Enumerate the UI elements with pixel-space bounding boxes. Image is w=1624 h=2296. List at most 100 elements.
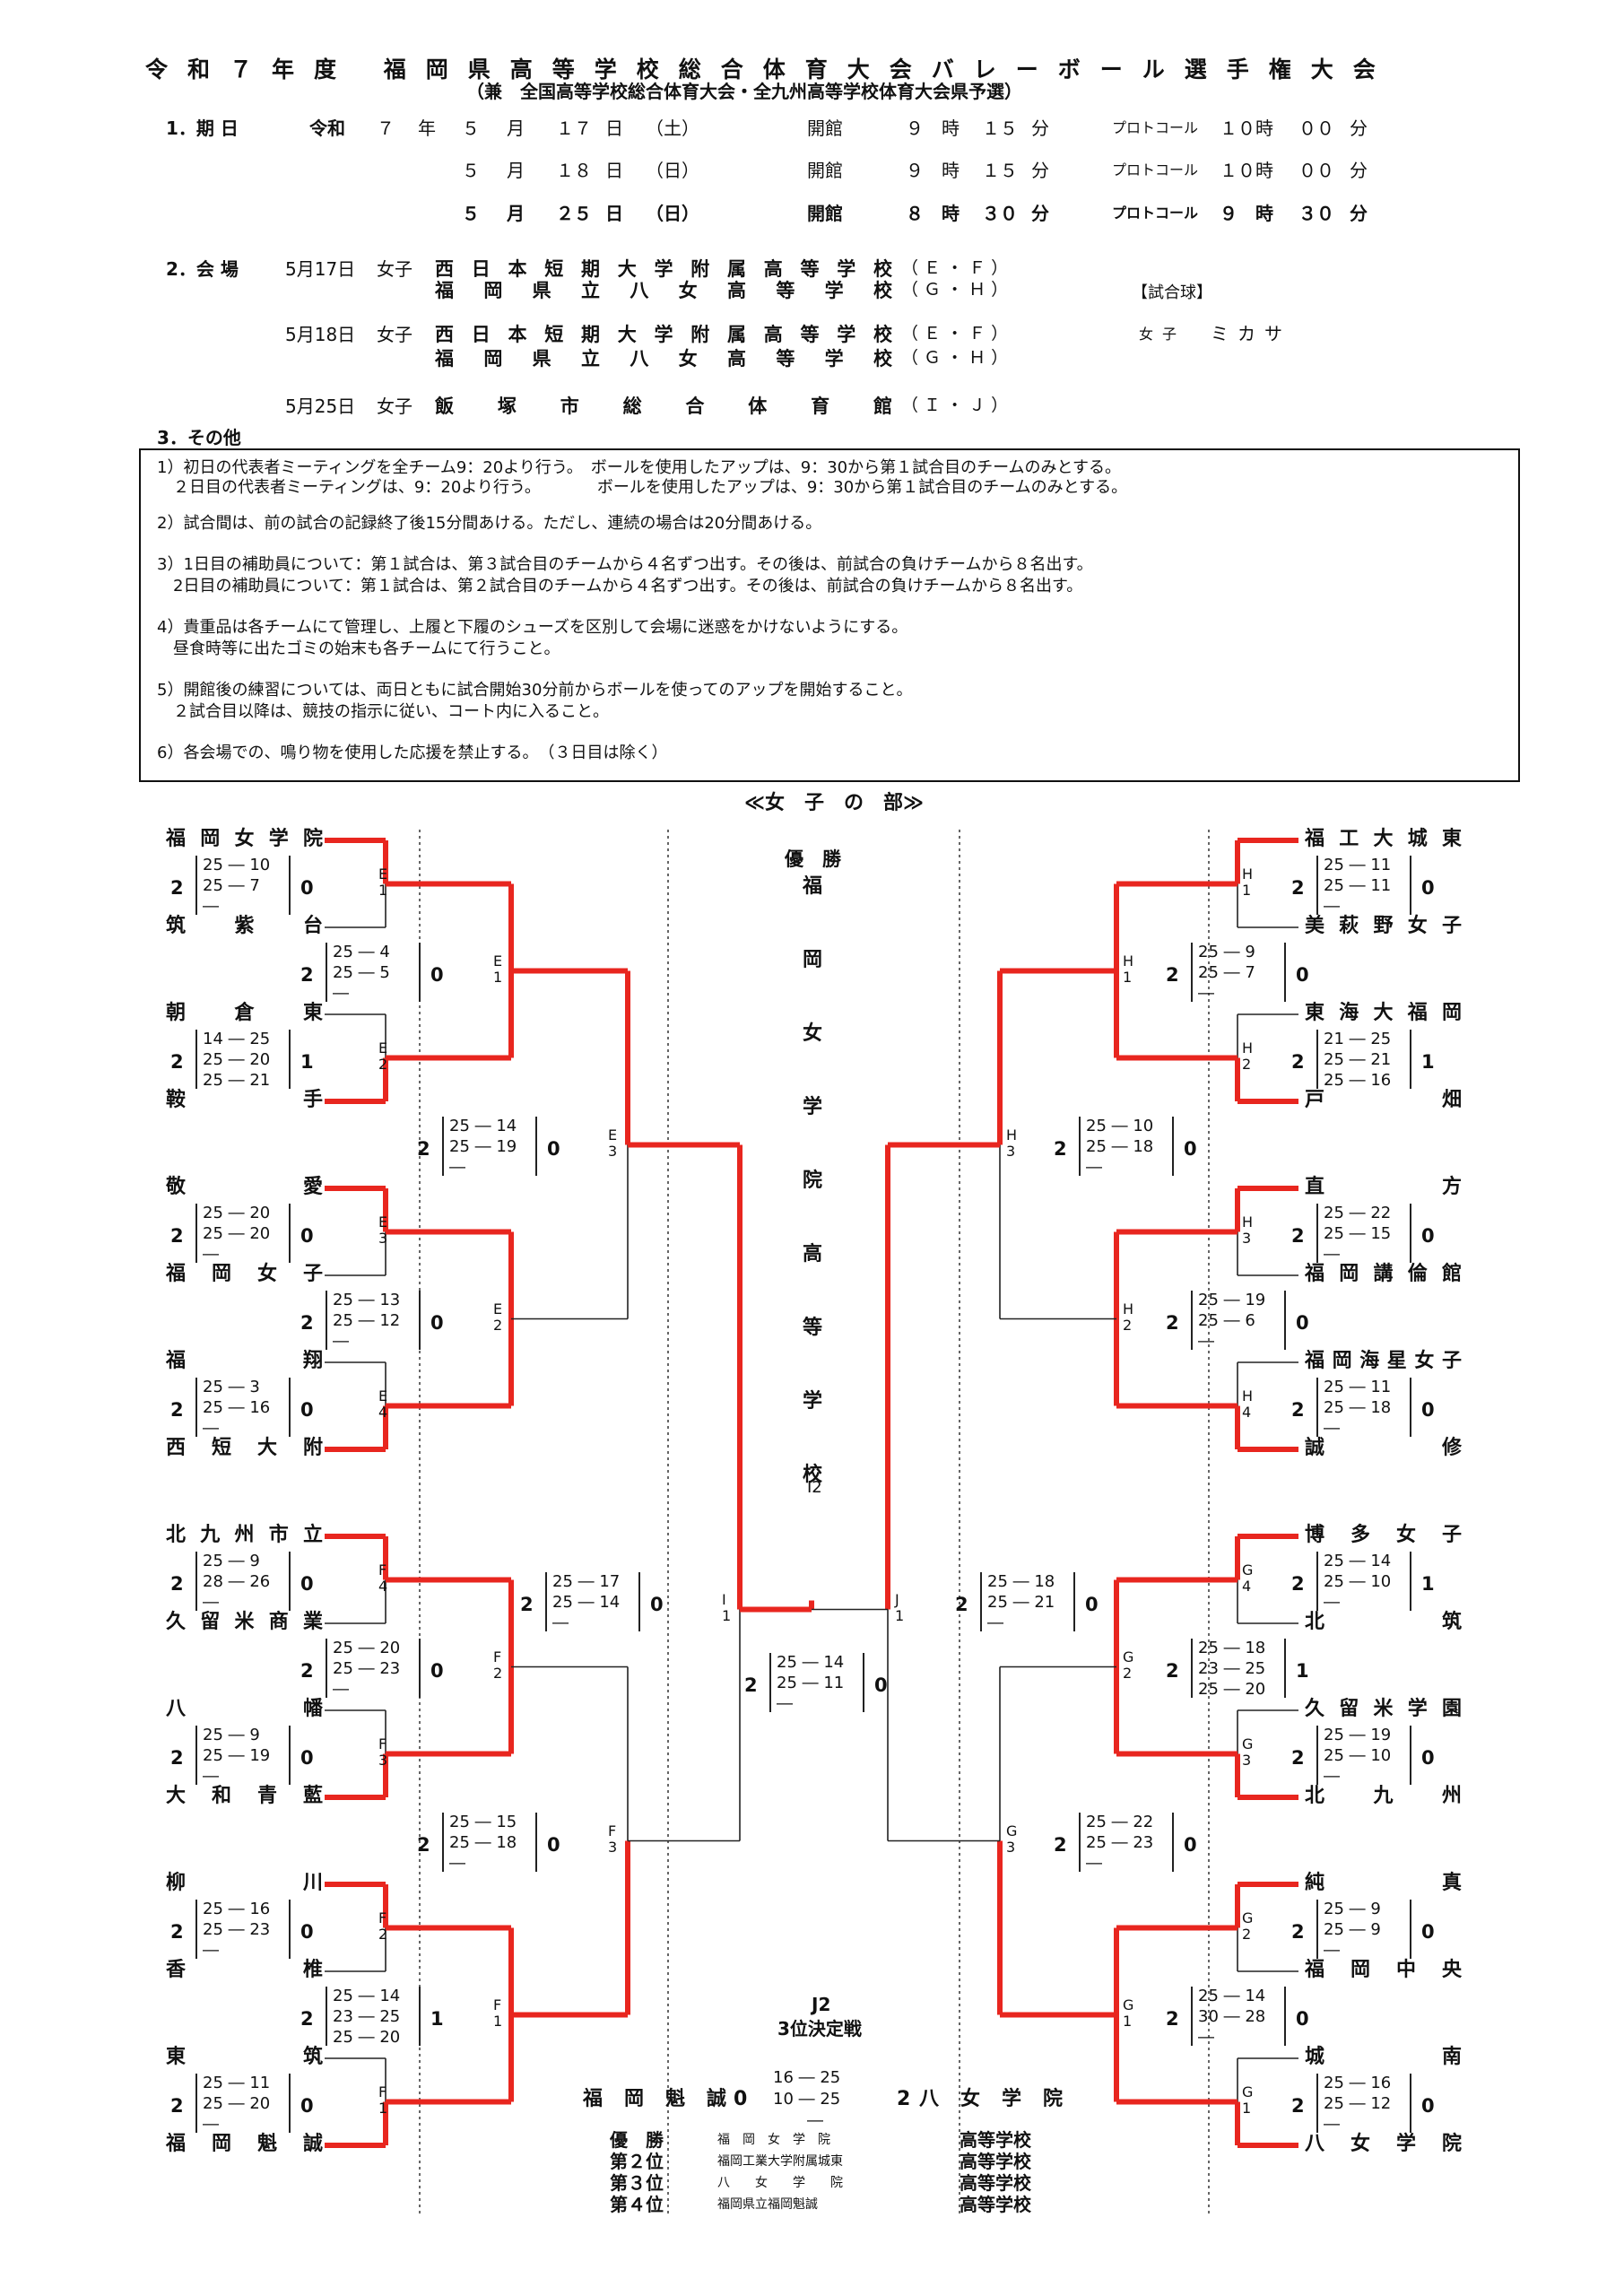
match-L12-loser-sets: 1 xyxy=(430,2007,444,2030)
score-bar xyxy=(442,1812,444,1872)
match-L7-set-0: 25 ― 16 xyxy=(203,1899,271,1918)
result-school-1: 福岡工業大学附属城東 xyxy=(717,2154,843,2169)
match-R6-code: G 3 xyxy=(1242,1735,1254,1769)
left-team-13: 香椎 xyxy=(166,1959,323,1981)
match-R3-code: H 3 xyxy=(1242,1213,1254,1247)
match-R15-set-1: 25 ― 21 xyxy=(987,1592,1055,1612)
match-R15-winner-sets: 2 xyxy=(955,1593,968,1615)
venue-courts-3: （ Ｇ ・ Ｈ ） xyxy=(901,348,1009,368)
match-L2-set-1: 25 ― 20 xyxy=(203,1049,271,1069)
match-L9-code: E 1 xyxy=(493,952,503,986)
third-place-match-code: J2 xyxy=(812,1994,831,2015)
third-place-set-3: ― xyxy=(807,2111,823,2130)
venue-courts-4: （ Ｉ ・ Ｊ ） xyxy=(901,396,1009,415)
venue-name-1: 福岡県立八女高等学校 xyxy=(435,280,892,301)
score-bar xyxy=(195,1377,197,1437)
schedule-phu-1: 時 xyxy=(1255,160,1273,181)
match-R1-set-1: 25 ― 11 xyxy=(1324,875,1392,895)
ball-brand: ミカサ xyxy=(1211,323,1291,344)
score-bar xyxy=(1172,1116,1174,1176)
score-bar xyxy=(419,1290,421,1350)
note-line-0: 1）初日の代表者ミーティングを全チーム9：20より行う。 ボールを使用したアップ… xyxy=(157,458,1122,477)
match-R5-set-2: ― xyxy=(1324,1592,1340,1612)
score-bar xyxy=(289,1203,291,1263)
match-R15-set-2: ― xyxy=(987,1613,1003,1632)
venue-gender-4: 女子 xyxy=(377,396,413,417)
score-bar xyxy=(1410,1551,1411,1611)
match-R8-loser-sets: 0 xyxy=(1421,2094,1435,2117)
right-team-0: 福工大城東 xyxy=(1305,828,1462,850)
score-bar xyxy=(1316,1377,1318,1437)
note-line-1: ２日目の代表者ミーティングは、9：20より行う。 ボールを使用したアップは、9：… xyxy=(157,478,1128,497)
match-L6-code: F 3 xyxy=(378,1735,388,1769)
third-place-set-1: 16 ― 25 xyxy=(773,2068,841,2087)
match-R9-winner-sets: 2 xyxy=(1166,963,1179,986)
match-R8-code: G 1 xyxy=(1242,2083,1254,2117)
score-bar xyxy=(1410,1203,1411,1263)
schedule-ph-2: ９ xyxy=(1220,203,1238,224)
match-R15-loser-sets: 0 xyxy=(1085,1593,1099,1615)
score-bar xyxy=(1316,1899,1318,1959)
match-L10-code: E 2 xyxy=(493,1300,503,1334)
score-bar xyxy=(1191,942,1193,1002)
score-bar xyxy=(1284,1290,1286,1350)
match-R6-set-2: ― xyxy=(1324,1766,1340,1786)
match-L7-loser-sets: 0 xyxy=(300,1920,314,1943)
match-R5-code: G 4 xyxy=(1242,1561,1254,1595)
schedule-m-2: ５ xyxy=(462,203,480,224)
match-R1-loser-sets: 0 xyxy=(1421,876,1435,899)
schedule-pm-0: ００ xyxy=(1298,117,1334,139)
schedule-du-1: 日 xyxy=(605,160,623,181)
match-L14-set-0: 25 ― 15 xyxy=(449,1812,517,1831)
match-R6-winner-sets: 2 xyxy=(1291,1746,1305,1769)
champion-char-6: 等 xyxy=(803,1317,823,1339)
score-bar xyxy=(1410,1725,1411,1785)
match-F-set-1: 25 ― 11 xyxy=(777,1673,845,1692)
schedule-m-0: ５ xyxy=(462,117,480,139)
score-bar xyxy=(638,1571,640,1631)
match-L5-loser-sets: 0 xyxy=(300,1572,314,1595)
match-R5-winner-sets: 2 xyxy=(1291,1572,1305,1595)
match-R10-loser-sets: 0 xyxy=(1296,1311,1309,1334)
score-bar xyxy=(419,1986,421,2046)
score-bar xyxy=(326,942,327,1002)
match-R11-set-2: 25 ― 20 xyxy=(1198,1679,1266,1699)
notes-box: 1）初日の代表者ミーティングを全チーム9：20より行う。 ボールを使用したアップ… xyxy=(139,448,1520,782)
match-R13-set-2: ― xyxy=(1086,1157,1102,1177)
match-R5-loser-sets: 1 xyxy=(1421,1572,1435,1595)
schedule-pmu-2: 分 xyxy=(1350,203,1368,224)
right-team-1: 美萩野女子 xyxy=(1305,915,1462,937)
match-L2-set-2: 25 ― 21 xyxy=(203,1070,271,1090)
score-bar xyxy=(195,1203,197,1263)
score-bar xyxy=(195,1029,197,1089)
schedule-open-2: 開館 xyxy=(807,203,843,224)
third-place-right-team: 八女学院 xyxy=(919,2088,1063,2110)
match-R4-set-2: ― xyxy=(1324,1418,1340,1438)
match-L2-set-0: 14 ― 25 xyxy=(203,1029,271,1048)
match-R12-set-0: 25 ― 14 xyxy=(1198,1986,1266,2005)
match-L13-set-1: 25 ― 19 xyxy=(449,1136,517,1156)
score-bar xyxy=(195,1551,197,1611)
schedule-oh-0: ９ xyxy=(906,117,924,139)
left-team-2: 朝倉東 xyxy=(166,1002,323,1024)
match-R4-code: H 4 xyxy=(1242,1387,1254,1421)
score-bar xyxy=(419,1638,421,1698)
match-R3-set-2: ― xyxy=(1324,1244,1340,1264)
score-bar xyxy=(1191,1638,1193,1698)
match-R1-code: H 1 xyxy=(1242,865,1254,899)
match-L1-set-0: 25 ― 10 xyxy=(203,855,271,874)
schedule-era: 令和 xyxy=(309,117,345,139)
match-L9-set-2: ― xyxy=(333,983,349,1003)
match-L5-set-1: 28 ― 26 xyxy=(203,1571,271,1591)
match-R7-loser-sets: 0 xyxy=(1421,1920,1435,1943)
venue-date-2: 5月18日 xyxy=(285,324,356,345)
venue-courts-2: （ Ｅ ・ Ｆ ） xyxy=(901,324,1009,344)
venue-name-3: 福岡県立八女高等学校 xyxy=(435,348,892,370)
venue-label: 2．会 場 xyxy=(166,258,239,280)
match-L9-set-0: 25 ― 4 xyxy=(333,942,390,961)
schedule-open-0: 開館 xyxy=(807,117,843,139)
match-R14-code: G 3 xyxy=(1006,1822,1018,1856)
score-bar xyxy=(1191,1290,1193,1350)
match-L11-set-0: 25 ― 20 xyxy=(333,1638,401,1657)
